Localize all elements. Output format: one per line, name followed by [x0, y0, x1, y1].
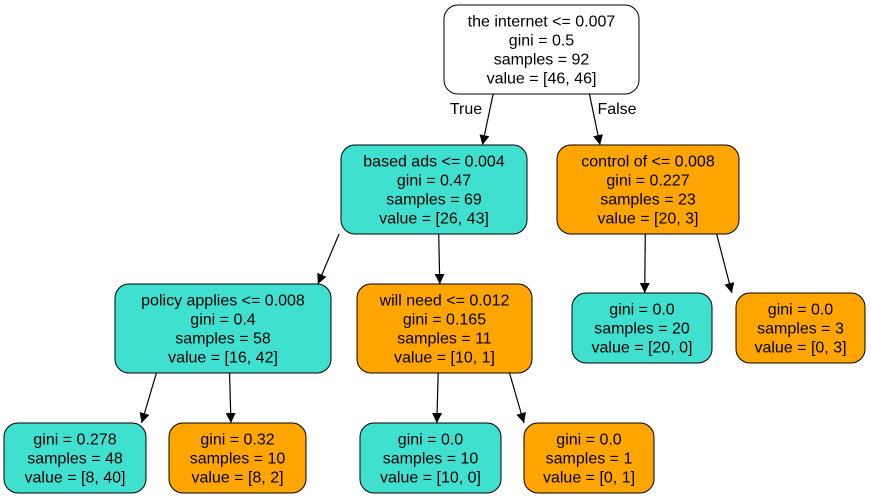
node-box-n2 — [556, 144, 740, 235]
node-line-n9-2: value = [10, 0] — [380, 470, 481, 487]
node-line-n4-2: samples = 11 — [397, 331, 492, 348]
tree-node-n0: the internet <= 0.007 gini = 0.5 samples =… — [443, 4, 640, 95]
edge-n2-n5 — [639, 233, 650, 294]
edge-n3-n7 — [139, 372, 157, 424]
node-line-n2-1: gini = 0.227 — [606, 173, 689, 190]
edge-n0-n2 — [588, 93, 603, 146]
edge-n1-n3 — [317, 233, 340, 285]
edge-n4-n10 — [508, 372, 527, 424]
node-box-n10 — [523, 422, 655, 494]
node-box-n3 — [114, 283, 332, 374]
edge-labels-layer: True False — [450, 101, 637, 118]
node-line-n10-2: value = [0, 1] — [543, 470, 635, 487]
node-line-n7-0: gini = 0.278 — [33, 432, 116, 449]
edge-n2-n6 — [716, 233, 735, 294]
node-line-n3-3: value = [16, 42] — [168, 350, 278, 367]
node-box-n1 — [340, 144, 528, 235]
node-box-n6 — [735, 292, 866, 364]
node-line-n0-1: gini = 0.5 — [509, 33, 574, 50]
tree-node-n6: gini = 0.0 samples = 3 value = [0, 3] — [735, 292, 866, 364]
node-line-n7-1: samples = 48 — [27, 451, 123, 468]
edge-label-true: True — [450, 101, 482, 118]
edges-layer — [139, 93, 735, 424]
node-line-n0-2: samples = 92 — [494, 52, 590, 69]
edge-label-false: False — [597, 101, 636, 118]
tree-node-n4: will need <= 0.012 gini = 0.165 samples = … — [356, 283, 533, 374]
node-line-n9-0: gini = 0.0 — [398, 432, 463, 449]
node-line-n5-0: gini = 0.0 — [609, 302, 674, 319]
tree-node-n10: gini = 0.0 samples = 1 value = [0, 1] — [523, 422, 655, 494]
tree-node-n7: gini = 0.278 samples = 48 value = [8, 40] — [3, 422, 147, 494]
node-box-n0 — [443, 4, 640, 95]
tree-node-n3: policy applies <= 0.008 gini = 0.4 samples… — [114, 283, 332, 374]
node-box-n5 — [571, 292, 713, 364]
node-line-n1-1: gini = 0.47 — [397, 173, 471, 190]
tree-node-n5: gini = 0.0 samples = 20 value = [20, 0] — [571, 292, 713, 364]
node-box-n7 — [3, 422, 147, 494]
node-line-n1-0: based ads <= 0.004 — [363, 154, 505, 171]
node-line-n10-0: gini = 0.0 — [556, 432, 621, 449]
node-line-n5-2: value = [20, 0] — [592, 340, 693, 357]
node-line-n3-2: samples = 58 — [175, 331, 271, 348]
node-box-n9 — [359, 422, 502, 494]
node-line-n8-1: samples = 10 — [190, 451, 286, 468]
node-line-n2-0: control of <= 0.008 — [581, 154, 715, 171]
node-line-n3-1: gini = 0.4 — [190, 312, 255, 329]
nodes-layer: the internet <= 0.007 gini = 0.5 samples =… — [3, 4, 866, 494]
node-line-n0-3: value = [46, 46] — [487, 71, 597, 88]
tree-node-n1: based ads <= 0.004 gini = 0.47 samples = 6… — [340, 144, 528, 235]
node-line-n2-2: samples = 23 — [600, 192, 696, 209]
tree-node-n2: control of <= 0.008 gini = 0.227 samples =… — [556, 144, 740, 235]
node-line-n0-0: the internet <= 0.007 — [468, 14, 616, 31]
node-line-n6-0: gini = 0.0 — [768, 302, 833, 319]
node-line-n6-1: samples = 3 — [757, 321, 844, 338]
node-line-n2-3: value = [20, 3] — [598, 211, 699, 228]
node-line-n1-3: value = [26, 43] — [379, 211, 489, 228]
node-box-n4 — [356, 283, 533, 374]
edge-n3-n8 — [225, 372, 236, 424]
node-line-n3-0: policy applies <= 0.008 — [141, 293, 305, 310]
node-line-n8-0: gini = 0.32 — [200, 432, 274, 449]
edge-n4-n9 — [432, 372, 443, 424]
node-line-n4-0: will need <= 0.012 — [379, 293, 510, 310]
tree-node-n8: gini = 0.32 samples = 10 value = [8, 2] — [168, 422, 307, 494]
node-line-n6-2: value = [0, 3] — [754, 340, 846, 357]
node-line-n9-1: samples = 10 — [383, 451, 479, 468]
node-line-n5-1: samples = 20 — [594, 321, 690, 338]
node-line-n7-2: value = [8, 40] — [25, 470, 126, 487]
node-box-n8 — [168, 422, 307, 494]
node-line-n8-2: value = [8, 2] — [191, 470, 283, 487]
node-line-n4-1: gini = 0.165 — [403, 312, 486, 329]
node-line-n1-2: samples = 69 — [386, 192, 482, 209]
node-line-n10-1: samples = 1 — [546, 451, 633, 468]
edge-n1-n4 — [434, 233, 445, 285]
node-line-n4-3: value = [10, 1] — [394, 350, 495, 367]
tree-node-n9: gini = 0.0 samples = 10 value = [10, 0] — [359, 422, 502, 494]
edge-n0-n1 — [479, 93, 494, 146]
